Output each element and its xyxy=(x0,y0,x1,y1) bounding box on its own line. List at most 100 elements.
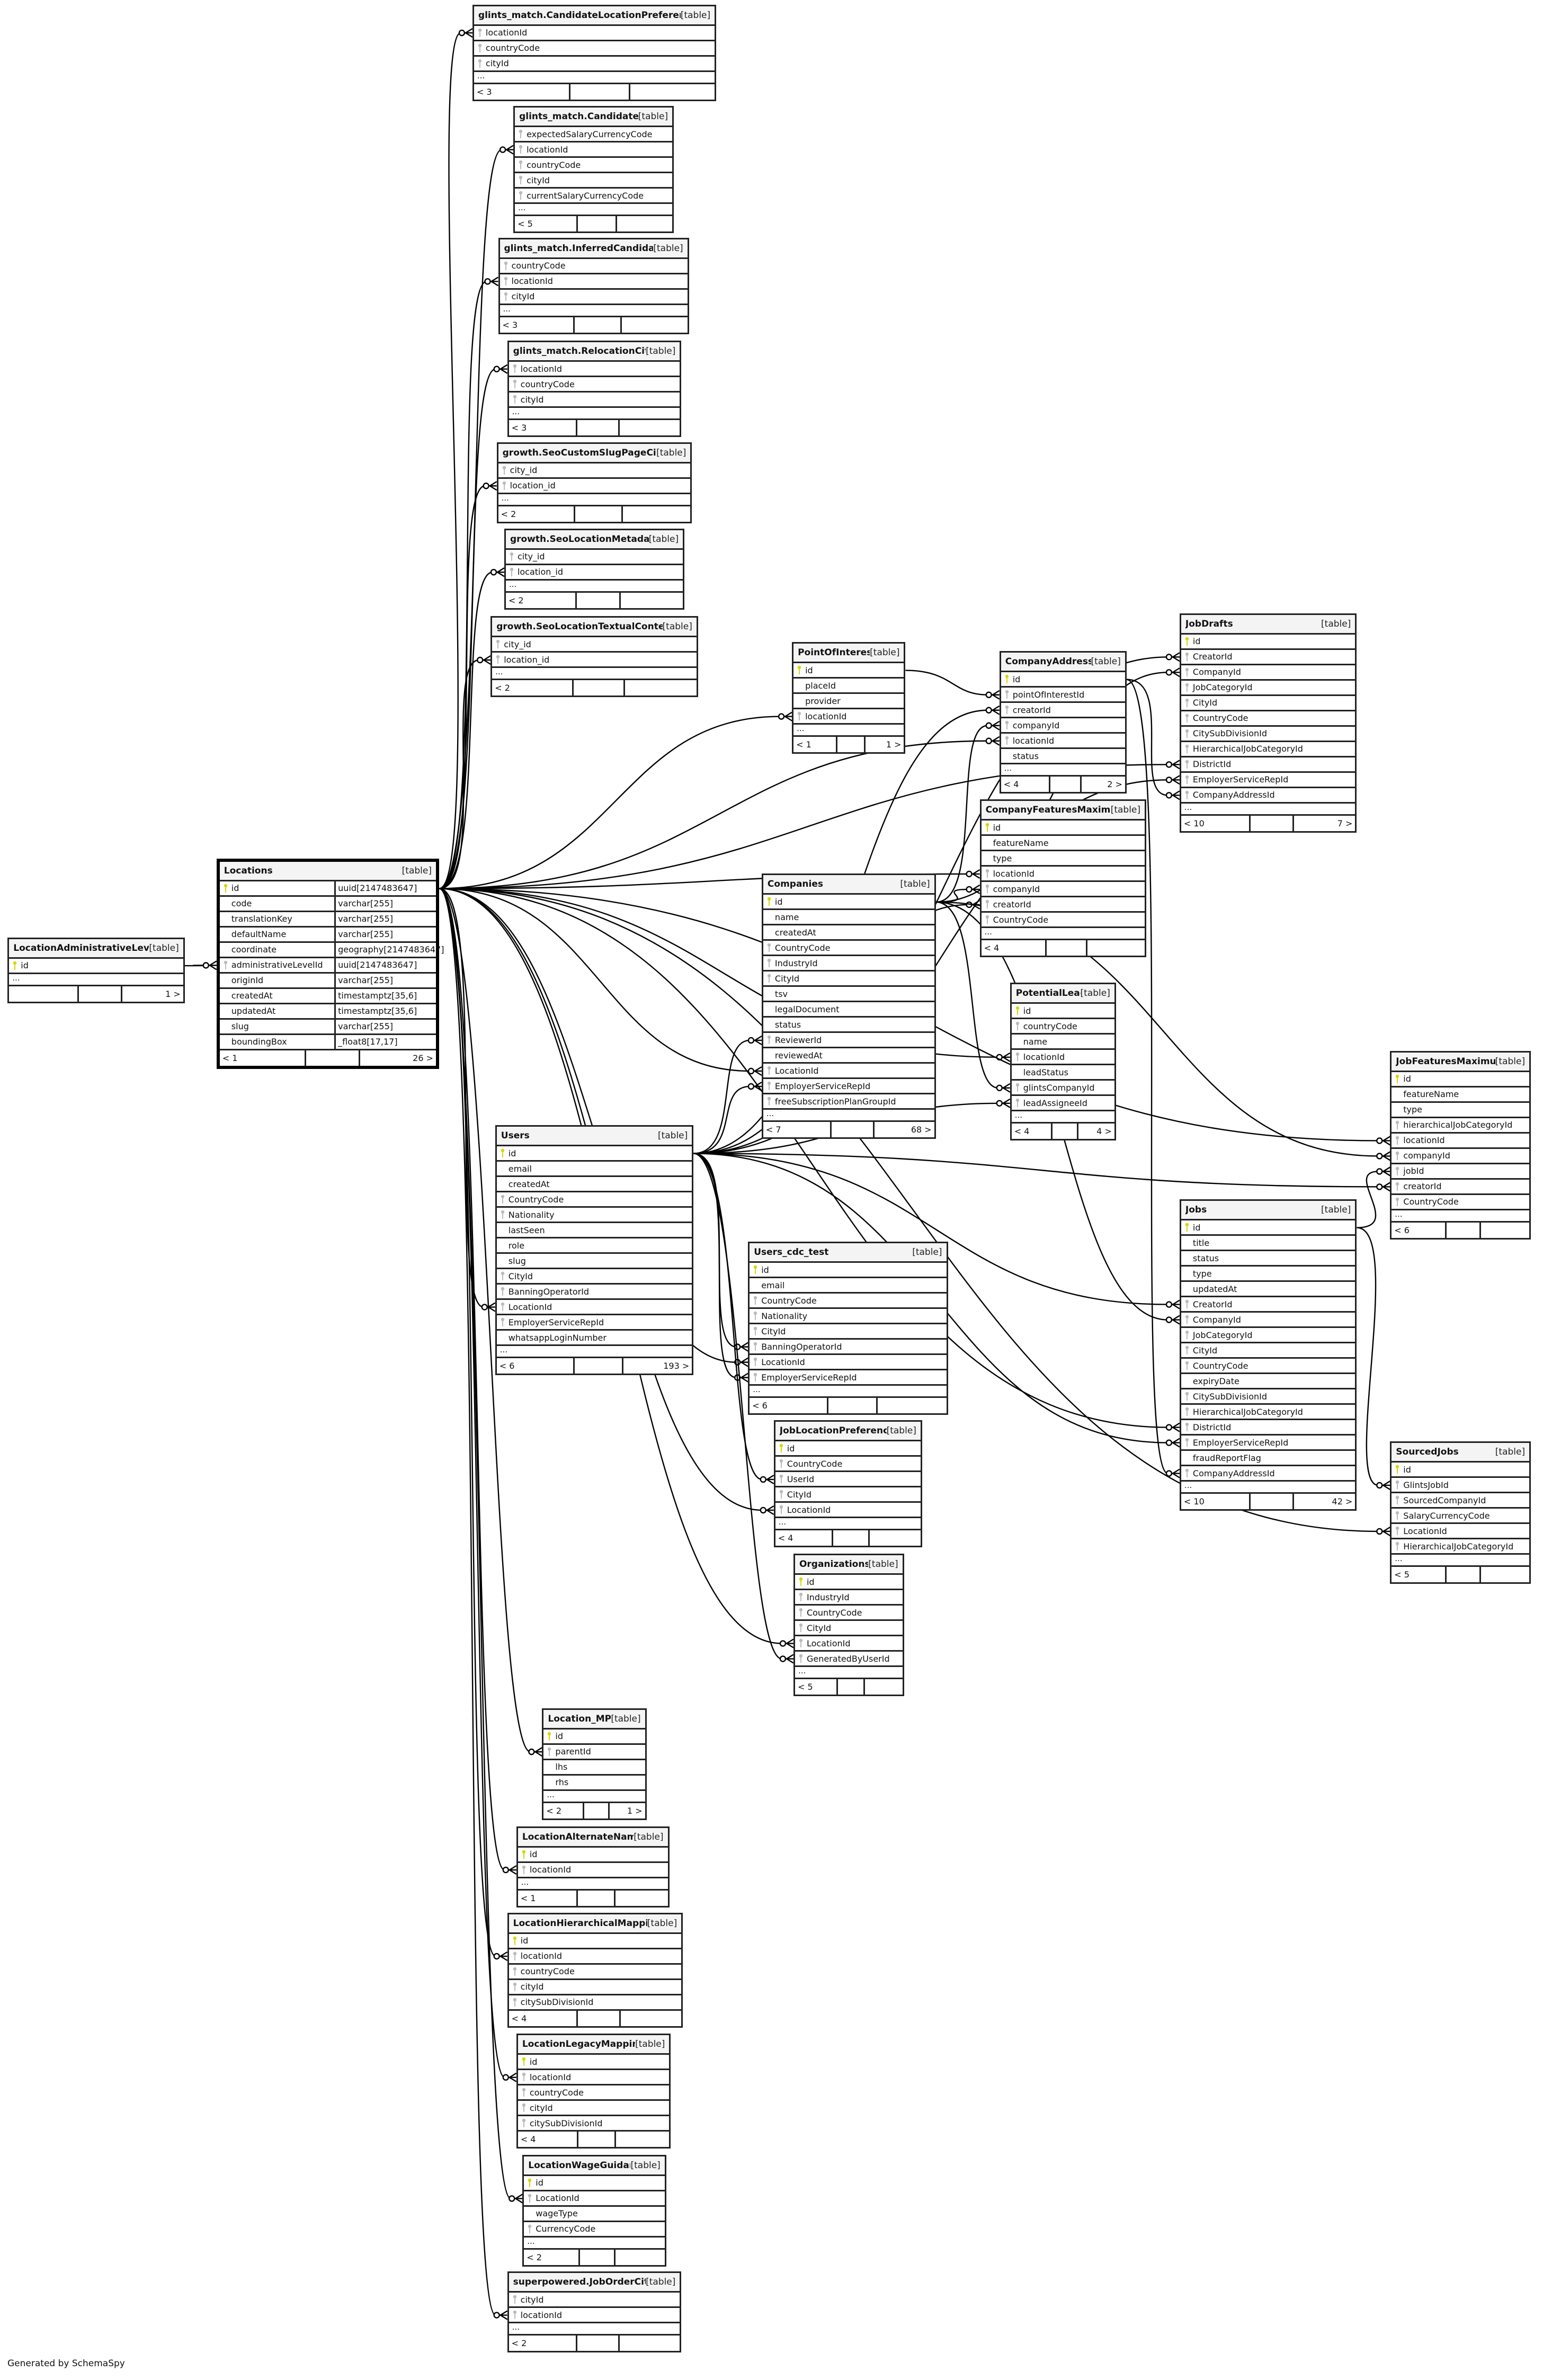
table-header[interactable]: glints_match.Candidates[table] xyxy=(515,108,673,128)
children-count-link[interactable] xyxy=(622,317,688,333)
more-columns[interactable]: ... xyxy=(1001,764,1125,777)
children-count-link[interactable]: 1 > xyxy=(886,739,902,750)
column-row[interactable]: companyId xyxy=(981,882,1145,898)
more-columns[interactable]: ... xyxy=(1181,1482,1355,1494)
column-row[interactable]: freeSubscriptionPlanGroupId xyxy=(763,1094,934,1110)
column-row[interactable]: LocationId xyxy=(496,1300,692,1315)
table-potential-leads[interactable]: PotentialLeads[table]idcountryCodenamelo… xyxy=(1010,983,1116,1141)
column-row[interactable]: rhs xyxy=(543,1776,645,1791)
table-header[interactable]: JobDrafts[table] xyxy=(1181,614,1355,635)
table-name[interactable]: PotentialLeads xyxy=(1015,988,1081,999)
parents-count-link[interactable]: < 4 xyxy=(509,2010,578,2026)
table-header[interactable]: JobFeaturesMaximum[table] xyxy=(1392,1052,1530,1072)
column-row[interactable]: CityId xyxy=(775,1487,921,1503)
column-row[interactable]: cityId xyxy=(518,2101,670,2117)
column-row[interactable]: provider xyxy=(793,694,904,710)
more-columns[interactable]: ... xyxy=(500,305,688,317)
parents-count-link[interactable]: < 5 xyxy=(1392,1567,1447,1583)
column-row[interactable]: CitySubDivisionId xyxy=(1181,1389,1355,1405)
column-row[interactable]: id xyxy=(9,959,183,974)
table-superpowered-job-order-cities[interactable]: superpowered.JobOrderCities[table]cityId… xyxy=(507,2271,682,2353)
column-row[interactable]: locationId xyxy=(981,867,1145,883)
column-row[interactable]: LocationId xyxy=(775,1503,921,1519)
table-header[interactable]: PointOfInterests[table] xyxy=(793,644,904,664)
column-row[interactable]: GlintsJobId xyxy=(1392,1478,1530,1494)
more-columns[interactable]: ... xyxy=(793,725,904,737)
table-header[interactable]: Users[table] xyxy=(496,1127,692,1146)
more-columns[interactable]: ... xyxy=(509,408,680,421)
column-row[interactable]: boundingBox_float8[17,17] xyxy=(219,1035,436,1050)
column-row[interactable]: LocationId xyxy=(1392,1524,1530,1540)
column-row[interactable]: email xyxy=(750,1278,947,1294)
table-header[interactable]: Jobs[table] xyxy=(1181,1201,1355,1221)
column-row[interactable]: creatorId xyxy=(1001,703,1125,719)
table-name[interactable]: glints_match.RelocationCities xyxy=(513,346,646,357)
children-count-link[interactable] xyxy=(1481,1223,1529,1238)
column-row[interactable]: LocationId xyxy=(524,2191,665,2207)
table-header[interactable]: LocationAdministrativeLevels[table] xyxy=(9,939,183,959)
table-header[interactable]: Users_cdc_test[table] xyxy=(750,1243,947,1263)
children-count-link[interactable] xyxy=(870,1530,921,1546)
table-header[interactable]: Location_MPTT[table] xyxy=(543,1709,645,1730)
table-name[interactable]: CompanyFeaturesMaximum xyxy=(985,805,1111,816)
table-header[interactable]: glints_match.CandidateLocationPreference… xyxy=(474,6,715,26)
table-name[interactable]: Jobs xyxy=(1185,1205,1207,1216)
column-row[interactable]: location_id xyxy=(498,479,691,494)
children-count-link[interactable] xyxy=(1087,940,1145,956)
children-count-link[interactable]: 193 > xyxy=(663,1361,690,1371)
column-row[interactable]: BanningOperatorId xyxy=(496,1285,692,1300)
table-name[interactable]: Organizations xyxy=(799,1559,869,1570)
parents-count-link[interactable]: < 1 xyxy=(793,737,838,753)
column-row[interactable]: CityId xyxy=(750,1324,947,1340)
column-row[interactable]: countryCode xyxy=(1011,1019,1114,1035)
table-name[interactable]: superpowered.JobOrderCities xyxy=(513,2277,646,2288)
column-row[interactable]: cityId xyxy=(500,290,688,305)
parents-count-link[interactable]: < 2 xyxy=(524,2249,581,2265)
column-row[interactable]: CityId xyxy=(763,971,934,987)
table-name[interactable]: growth.SeoLocationTextualContents xyxy=(496,621,663,632)
column-row[interactable]: currentSalaryCurrencyCode xyxy=(515,189,673,204)
more-columns[interactable]: ... xyxy=(515,204,673,217)
column-row[interactable]: countryCode xyxy=(515,158,673,174)
column-row[interactable]: glintsCompanyId xyxy=(1011,1081,1114,1097)
column-row[interactable]: CountryCode xyxy=(795,1606,903,1621)
column-row[interactable]: legalDocument xyxy=(763,1002,934,1018)
column-row[interactable]: cityId xyxy=(509,2293,680,2308)
more-columns[interactable]: ... xyxy=(1011,1111,1114,1124)
children-count-link[interactable]: 68 > xyxy=(911,1125,932,1135)
children-count-link[interactable]: 1 > xyxy=(165,988,181,999)
children-count-link[interactable] xyxy=(625,680,697,696)
column-row[interactable]: CityId xyxy=(1181,1343,1355,1359)
column-row[interactable]: JobCategoryId xyxy=(1181,1328,1355,1344)
parents-count-link[interactable]: < 1 xyxy=(220,1050,307,1066)
table-name[interactable]: LocationLegacyMappings xyxy=(522,2039,635,2050)
more-columns[interactable]: ... xyxy=(524,2237,665,2250)
table-header[interactable]: SourcedJobs[table] xyxy=(1392,1443,1530,1463)
column-row[interactable]: id xyxy=(496,1146,692,1162)
table-growth-seo-custom-slug-page-cities[interactable]: growth.SeoCustomSlugPageCities[table]cit… xyxy=(496,442,692,523)
column-row[interactable]: EmployerServiceRepId xyxy=(496,1315,692,1331)
table-location-administrative-levels[interactable]: LocationAdministrativeLevels[table]id...… xyxy=(7,937,185,1003)
column-row[interactable]: name xyxy=(1011,1035,1114,1050)
column-row[interactable]: locationId xyxy=(500,274,688,290)
parents-count-link[interactable] xyxy=(9,986,79,1002)
column-row[interactable]: CitySubDivisionId xyxy=(1181,727,1355,742)
column-row[interactable]: CountryCode xyxy=(1181,711,1355,727)
parents-count-link[interactable]: < 4 xyxy=(1012,1124,1053,1139)
column-row[interactable]: EmployerServiceRepId xyxy=(1181,1436,1355,1451)
column-row[interactable]: fraudReportFlag xyxy=(1181,1451,1355,1467)
column-row[interactable]: id xyxy=(524,2176,665,2191)
children-count-link[interactable] xyxy=(621,2011,681,2026)
children-count-link[interactable] xyxy=(621,593,683,608)
column-row[interactable]: city_id xyxy=(505,550,683,565)
table-name[interactable]: JobLocationPreferences xyxy=(779,1425,887,1437)
column-row[interactable]: wageType xyxy=(524,2207,665,2222)
column-row[interactable]: updatedAt xyxy=(1181,1282,1355,1298)
parents-count-link[interactable]: < 5 xyxy=(515,216,578,232)
